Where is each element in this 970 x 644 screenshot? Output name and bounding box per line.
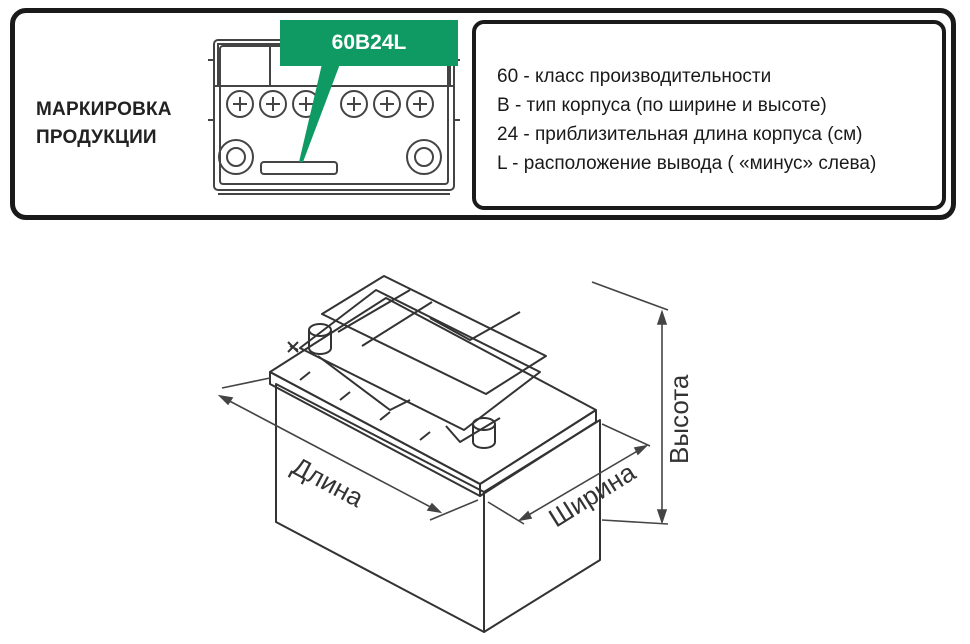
length-dimension-line — [219, 395, 441, 513]
height-label: Высота — [664, 374, 694, 464]
legend-line-1: 60 - класс производительности — [497, 66, 772, 87]
code-pointer — [299, 64, 340, 162]
legend-line-3: 24 - приблизительная длина корпуса (см) — [497, 124, 863, 145]
legend-line-2: B - тип корпуса (по ширине и высоте) — [497, 95, 827, 116]
vent-caps — [226, 90, 434, 118]
marking-legend: 60 - класс производительности B - тип ко… — [497, 62, 876, 178]
legend-box — [472, 20, 946, 210]
title-line-2: ПРОДУКЦИИ — [36, 127, 157, 148]
battery-body — [269, 275, 601, 633]
marking-panel — [10, 8, 956, 220]
title-line-1: МАРКИРОВКА — [36, 99, 172, 120]
width-dimension-line — [519, 445, 647, 521]
dimension-lines — [217, 281, 669, 525]
legend-line-4: L - расположение вывода ( «минус» слева) — [497, 153, 877, 174]
marking-title: МАРКИРОВКА ПРОДУКЦИИ — [36, 96, 172, 152]
marking-code-badge: 60B24L — [280, 20, 458, 66]
